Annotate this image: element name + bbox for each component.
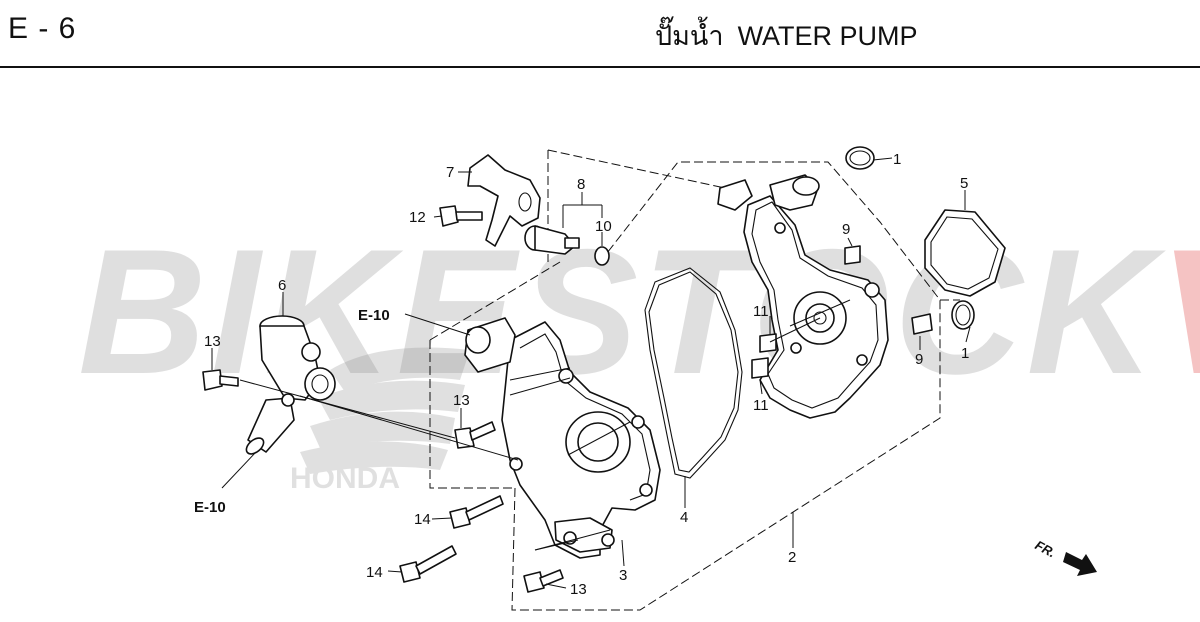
bolt-part-13-bottom [523,569,564,593]
thermostat-housing-part-6 [245,315,336,455]
header-divider [0,66,1200,68]
dowel-pins [751,245,933,379]
gasket-part-5 [924,209,1006,297]
bracket-part-7 [467,154,541,247]
leader-lines [211,157,971,589]
callout-3: 3 [619,567,627,584]
bolt-part-14-lower [399,545,457,583]
callout-11-lower: 11 [753,397,769,414]
gasket-part-4 [644,267,743,479]
callout-labels: 1 1 2 3 4 5 6 7 8 9 9 10 11 11 12 13 13 … [194,151,969,598]
page-title-thai: ปั๊มน้ำ [655,21,724,51]
callout-13-middle: 13 [453,392,470,409]
callout-9-right: 9 [915,351,923,368]
page-code: E - 6 [8,12,77,45]
sensor-part-8 [524,225,580,255]
callout-8: 8 [577,176,585,193]
honda-logo-watermark: HONDA [290,347,470,495]
callout-1-right: 1 [961,345,969,362]
callout-9-top: 9 [842,221,850,238]
callout-14-lower: 14 [366,564,383,581]
callout-13-left: 13 [204,333,221,350]
callout-1-top: 1 [893,151,901,168]
callout-14-upper: 14 [414,511,431,528]
water-pump-cover [464,317,661,559]
callout-13-bottom: 13 [570,581,587,598]
callout-7: 7 [446,164,454,181]
front-direction-label: FR. [1033,537,1059,560]
page-title: ปั๊มน้ำ WATER PUMP [655,14,918,57]
svg-text:HONDA: HONDA [290,462,400,495]
bolt-part-12 [439,205,483,227]
front-arrow-icon [1063,552,1097,576]
callout-4: 4 [680,509,688,526]
reference-e10-bottom: E-10 [194,499,226,516]
reference-e10-top: E-10 [358,307,390,324]
callout-11-upper: 11 [753,303,769,320]
page-header: E - 6 ปั๊มน้ำ WATER PUMP [0,0,1200,68]
callout-10: 10 [595,218,612,235]
o-ring-part-1-right [951,300,975,330]
callout-2: 2 [788,549,796,566]
washer-part-10 [594,246,610,266]
o-ring-part-1-top [845,146,875,170]
bolt-part-14-upper [449,495,504,529]
front-direction-indicator: FR. [1033,537,1097,576]
callout-6: 6 [278,277,286,294]
bolt-part-13-left [202,369,239,391]
callout-12: 12 [409,209,426,226]
water-pump-body [717,174,889,419]
page-title-english: WATER PUMP [737,21,918,51]
callout-5: 5 [960,175,968,192]
